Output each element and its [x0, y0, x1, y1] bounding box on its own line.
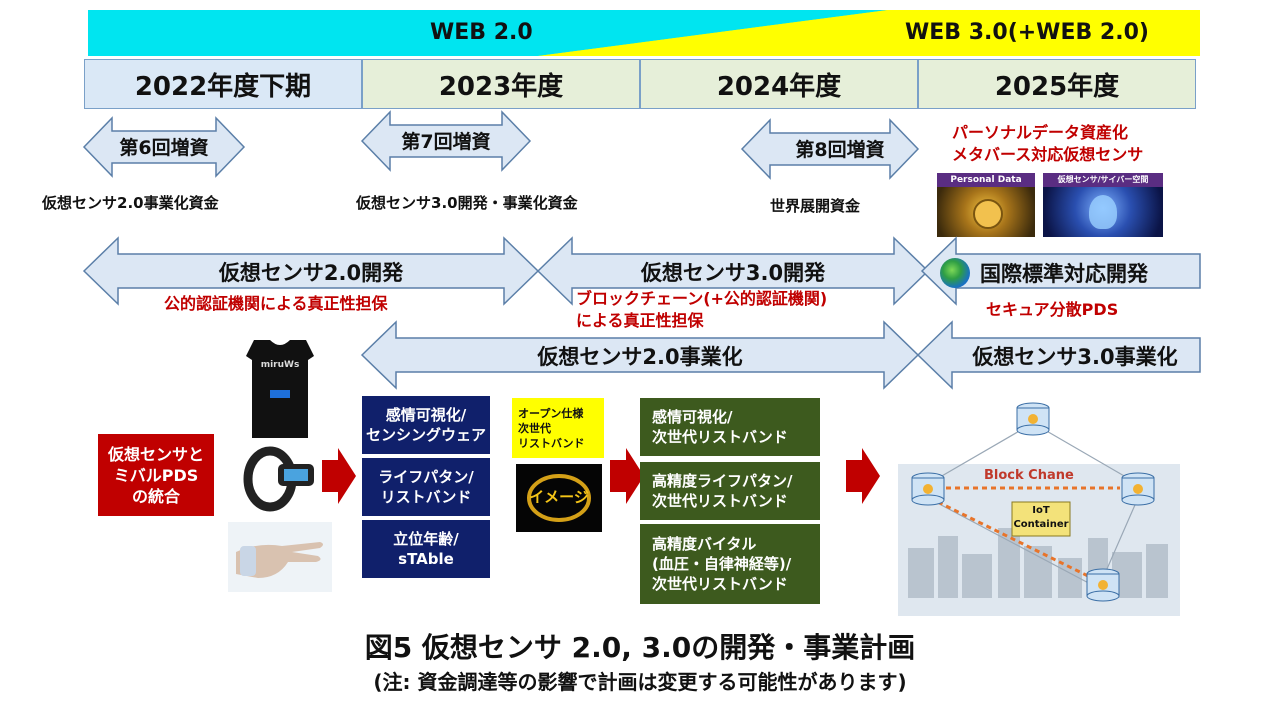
database-icon: [1016, 402, 1050, 436]
stage1-box-3: 立位年齢/ sTAble: [362, 520, 490, 578]
year-header-2022h2: 2022年度下期: [84, 59, 362, 109]
biz-3-0-arrow: [916, 320, 1201, 390]
funding-arrow-8: [740, 118, 920, 180]
web3-label: WEB 3.0(+WEB 2.0): [905, 20, 1149, 45]
shirt-icon: [246, 340, 314, 438]
integration-box: 仮想センサと ミバルPDS の統合: [98, 434, 214, 516]
funding-purpose-6: 仮想センサ2.0事業化資金: [42, 194, 219, 212]
year-header-2024: 2024年度: [640, 59, 918, 109]
flow-arrow-3: [846, 448, 880, 504]
block-chain-label: Block Chane: [984, 468, 1074, 483]
personal-data-image: Personal Data: [937, 173, 1035, 237]
cyber-space-caption: 仮想センサ/サイバー空間: [1043, 173, 1163, 187]
shirt-logo: miruWs: [260, 360, 300, 370]
year-header-2025: 2025年度: [918, 59, 1196, 109]
avatar-icon: [1089, 195, 1117, 229]
stable-device-image: [228, 522, 332, 592]
dev-3-0-label: 仮想センサ3.0開発: [640, 261, 826, 285]
iot-container-label: IoT Container: [1013, 505, 1069, 530]
biz-2-0-label: 仮想センサ2.0事業化: [537, 345, 743, 369]
stage1-box-2: ライフパタン/ リストバンド: [362, 458, 490, 516]
dev-3-0-note: ブロックチェーン(+公的認証機関) による真正性担保: [576, 289, 828, 330]
personal-data-caption: Personal Data: [937, 173, 1035, 187]
open-spec-box: オープン仕様 次世代 リストバンド: [512, 398, 604, 458]
funding-round-8: 第8回増資: [795, 139, 885, 161]
globe-icon: [940, 258, 970, 288]
next-gen-band-image: イメージ: [516, 464, 602, 532]
funding-purpose-7: 仮想センサ3.0開発・事業化資金: [356, 194, 578, 212]
image-label: イメージ: [529, 488, 589, 506]
wristband-icon: [243, 446, 314, 512]
dev-2-0-label: 仮想センサ2.0開発: [218, 261, 404, 285]
wristband-image: [240, 446, 322, 512]
funding-round-7: 第7回増資: [401, 131, 491, 153]
intl-standard-label: 国際標準対応開発: [980, 262, 1148, 286]
biz-3-0-label: 仮想センサ3.0事業化: [972, 345, 1178, 369]
funding-arrow-7: [360, 110, 532, 172]
flow-arrow-2: [610, 448, 644, 504]
pds-network-diagram: Block Chane IoT Container: [898, 398, 1180, 616]
stage2-box-1: 感情可視化/ 次世代リストバンド: [640, 398, 820, 456]
coin-icon: [973, 199, 1003, 229]
stage1-box-1: 感情可視化/ センシングウェア: [362, 396, 490, 454]
dev-2-0-note: 公的認証機関による真正性担保: [164, 294, 388, 313]
funding-arrow-6: [82, 116, 246, 178]
sensing-shirt-image: miruWs: [240, 338, 320, 440]
band-concept-icon: [527, 474, 591, 522]
intl-standard-arrow: [920, 236, 1201, 306]
hand-icon: [228, 522, 332, 592]
secure-pds-label: セキュア分散PDS: [986, 300, 1119, 319]
plan-2025-headline: パーソナルデータ資産化 メタバース対応仮想センサ: [952, 123, 1144, 164]
web-transition-banner: [88, 10, 1200, 56]
funding-round-6: 第6回増資: [119, 137, 209, 159]
stage2-box-2: 高精度ライフパタン/ 次世代リストバンド: [640, 462, 820, 520]
flow-arrow-1: [322, 448, 356, 504]
cyber-space-image: 仮想センサ/サイバー空間: [1043, 173, 1163, 237]
network-graphic: [898, 402, 1180, 616]
web2-label: WEB 2.0: [430, 20, 533, 45]
funding-purpose-8: 世界展開資金: [770, 197, 861, 215]
figure-title: 図5 仮想センサ 2.0, 3.0の開発・事業計画: [364, 631, 916, 664]
year-header-2023: 2023年度: [362, 59, 640, 109]
figure-note: (注: 資金調達等の影響で計画は変更する可能性があります): [373, 670, 907, 694]
stage2-box-3: 高精度バイタル (血圧・自律神経等)/ 次世代リストバンド: [640, 524, 820, 604]
